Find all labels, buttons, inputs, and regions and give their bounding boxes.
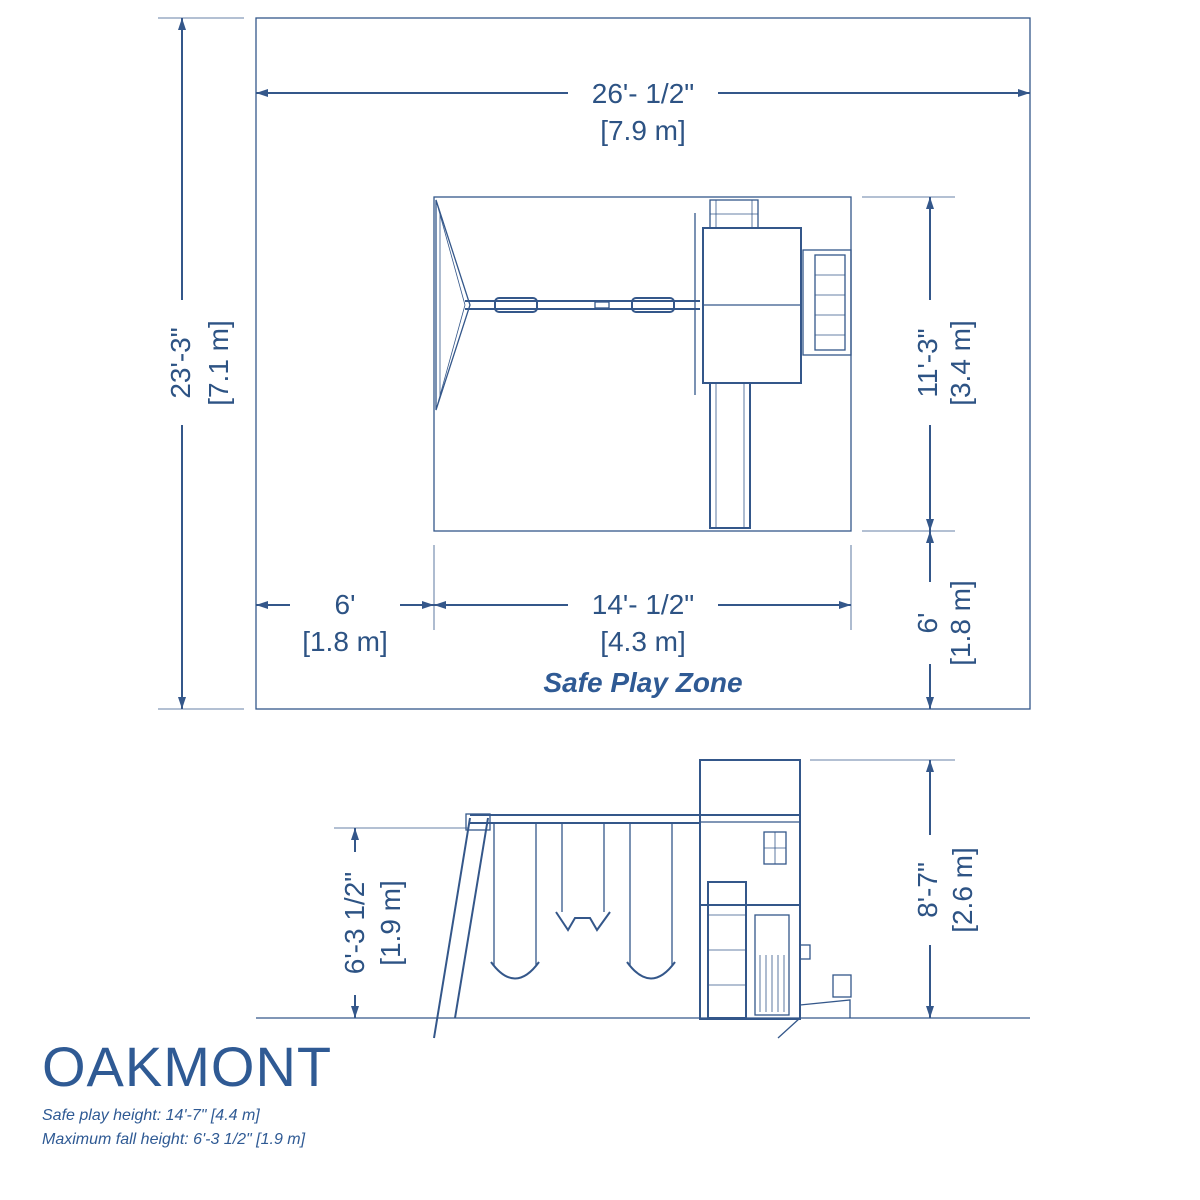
structure-width-imperial: 14'- 1/2" xyxy=(592,589,694,620)
overall-height-metric: [2.6 m] xyxy=(947,847,978,933)
overall-height-imperial: 8'-7" xyxy=(912,862,943,918)
dim-structure-width: 14'- 1/2" [4.3 m] xyxy=(434,589,851,657)
dim-total-width: 26'- 1/2" [7.9 m] xyxy=(256,78,1030,146)
front-clearance-metric: [1.8 m] xyxy=(945,580,976,666)
left-clearance-imperial: 6' xyxy=(335,589,356,620)
total-width-metric: [7.9 m] xyxy=(600,115,686,146)
side-extension-lines xyxy=(334,759,955,829)
max-fall-height-note: Maximum fall height: 6'-3 1/2" [1.9 m] xyxy=(42,1131,306,1148)
safe-play-height-note: Safe play height: 14'-7" [4.4 m] xyxy=(42,1107,260,1124)
swing-beam-height-metric: [1.9 m] xyxy=(375,880,406,966)
playset-elevation-drawing xyxy=(433,759,852,1039)
total-depth-metric: [7.1 m] xyxy=(203,320,234,406)
safe-play-zone-boundary xyxy=(255,17,1031,710)
structure-width-metric: [4.3 m] xyxy=(600,626,686,657)
dim-left-clearance: 6' [1.8 m] xyxy=(256,589,434,657)
top-view: 26'- 1/2" [7.9 m] 23'-3" [7.1 m] 11'-3" … xyxy=(158,17,1031,710)
total-depth-imperial: 23'-3" xyxy=(165,327,196,398)
side-view: 6'-3 1/2" [1.9 m] 8'-7" [2.6 m] xyxy=(256,759,1030,1039)
front-clearance-imperial: 6' xyxy=(912,613,943,634)
dim-structure-depth: 11'-3" [3.4 m] xyxy=(912,197,976,531)
dim-overall-height: 8'-7" [2.6 m] xyxy=(912,760,978,1018)
structure-depth-metric: [3.4 m] xyxy=(945,320,976,406)
structure-footprint xyxy=(433,196,852,532)
swing-beam-height-imperial: 6'-3 1/2" xyxy=(339,872,370,974)
playset-plan-drawing xyxy=(435,199,852,529)
extension-lines xyxy=(158,17,955,710)
left-clearance-metric: [1.8 m] xyxy=(302,626,388,657)
structure-depth-imperial: 11'-3" xyxy=(912,328,943,397)
dim-swing-beam-height: 6'-3 1/2" [1.9 m] xyxy=(339,828,406,1018)
safe-play-zone-label: Safe Play Zone xyxy=(543,667,742,698)
product-name: OAKMONT xyxy=(42,1035,332,1098)
title-block: OAKMONT Safe play height: 14'-7" [4.4 m]… xyxy=(42,1035,332,1148)
dim-total-depth: 23'-3" [7.1 m] xyxy=(165,18,234,709)
total-width-imperial: 26'- 1/2" xyxy=(592,78,694,109)
dim-front-clearance: 6' [1.8 m] xyxy=(912,531,976,709)
